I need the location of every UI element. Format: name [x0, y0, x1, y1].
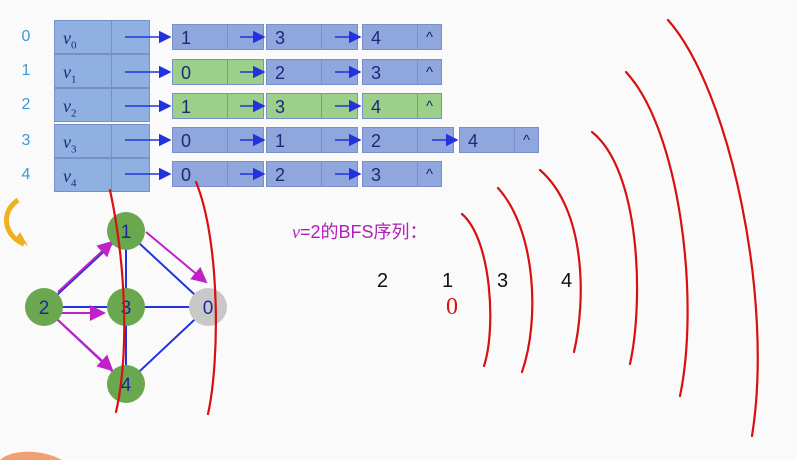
node-value: 3 [363, 162, 418, 186]
ink-stroke [108, 188, 126, 414]
bfs-label-v: v [292, 222, 300, 242]
null-pointer: ^ [425, 64, 434, 81]
list-node: 4^ [362, 93, 442, 119]
yellow-curve-arrow-icon [4, 197, 26, 247]
row-index: 3 [21, 132, 31, 149]
vertex-subscript: 0 [71, 39, 77, 52]
bfs-arrow [145, 231, 208, 284]
node-value: 4 [460, 128, 515, 152]
vertex-head-v2: v2 [54, 88, 150, 122]
handwritten-zero: 0 [446, 294, 458, 320]
row-index: 2 [21, 96, 31, 113]
graph-vertex-0: 0 [189, 288, 227, 326]
vertex-label: 1 [121, 222, 132, 243]
node-value: 1 [173, 25, 228, 49]
list-node: 3 [266, 93, 358, 119]
handwritten-ink [108, 18, 759, 438]
node-value: 4 [363, 25, 418, 49]
bfs-label: v=2的BFS序列： [292, 218, 428, 244]
vertex-head-v3: v3 [54, 124, 150, 158]
node-value: 0 [173, 162, 228, 186]
vertex-label: 4 [121, 375, 132, 396]
vertex-name: v [63, 28, 71, 48]
yellow-arrowhead-icon [16, 232, 28, 246]
bfs-arrow [57, 319, 114, 372]
bfs-arrow [57, 240, 114, 293]
ink-stroke [496, 186, 534, 374]
vertex-head-v4: v4 [54, 158, 150, 192]
bfs-sequence-item: 4 [561, 270, 573, 292]
vertex-label: 3 [121, 298, 132, 319]
decorative-corner-icon [0, 451, 62, 460]
bfs-arrows [57, 231, 208, 372]
bfs-sequence-item: 3 [497, 270, 509, 292]
node-value: 0 [173, 60, 228, 84]
vertex-name: v [63, 166, 71, 186]
list-node: 2 [266, 59, 358, 85]
graph-vertex-4: 4 [107, 365, 145, 403]
node-value: 4 [363, 94, 418, 118]
node-value: 2 [267, 60, 322, 84]
node-value: 3 [267, 94, 322, 118]
vertex-head-v1: v1 [54, 54, 150, 88]
list-node: 4^ [362, 24, 442, 50]
null-pointer: ^ [425, 29, 434, 46]
ink-stroke [460, 212, 492, 368]
row-index: 1 [21, 62, 31, 79]
graph-vertex-1: 1 [107, 212, 145, 250]
null-pointer: ^ [425, 98, 434, 115]
row-index: 4 [21, 166, 31, 183]
null-pointer: ^ [425, 166, 434, 183]
list-node: 3^ [362, 59, 442, 85]
graph-vertex-3: 3 [107, 288, 145, 326]
ink-stroke [624, 70, 689, 398]
graph-vertex-2: 2 [25, 288, 63, 326]
node-value: 2 [267, 162, 322, 186]
node-value: 2 [363, 128, 418, 152]
node-value: 1 [173, 94, 228, 118]
node-value: 3 [267, 25, 322, 49]
list-node: 1 [172, 93, 264, 119]
vertex-subscript: 3 [71, 143, 77, 156]
bfs-label-text: =2的BFS序列： [300, 222, 428, 242]
bfs-sequence-item: 1 [442, 270, 454, 292]
node-value: 3 [363, 60, 418, 84]
vertex-subscript: 1 [71, 73, 77, 86]
ink-stroke [590, 130, 639, 366]
vertex-label: 0 [203, 298, 214, 319]
pointer-arrows [125, 30, 459, 181]
ink-stroke [194, 180, 217, 416]
vertex-label: 2 [39, 298, 50, 319]
node-value: 0 [173, 128, 228, 152]
vertex-subscript: 4 [71, 177, 77, 190]
ink-stroke [538, 168, 582, 354]
vertex-name: v [63, 96, 71, 116]
null-pointer: ^ [522, 132, 531, 149]
list-node: 0 [172, 161, 264, 187]
node-value: 1 [267, 128, 322, 152]
vertex-name: v [63, 132, 71, 152]
row-index: 0 [21, 28, 31, 45]
ink-stroke [666, 18, 759, 438]
bfs-sequence-item: 2 [377, 270, 389, 292]
list-node: 3^ [362, 161, 442, 187]
list-node: 4^ [459, 127, 539, 153]
vertex-name: v [63, 62, 71, 82]
vertex-head-v0: v0 [54, 20, 150, 54]
vertex-subscript: 2 [71, 107, 77, 120]
